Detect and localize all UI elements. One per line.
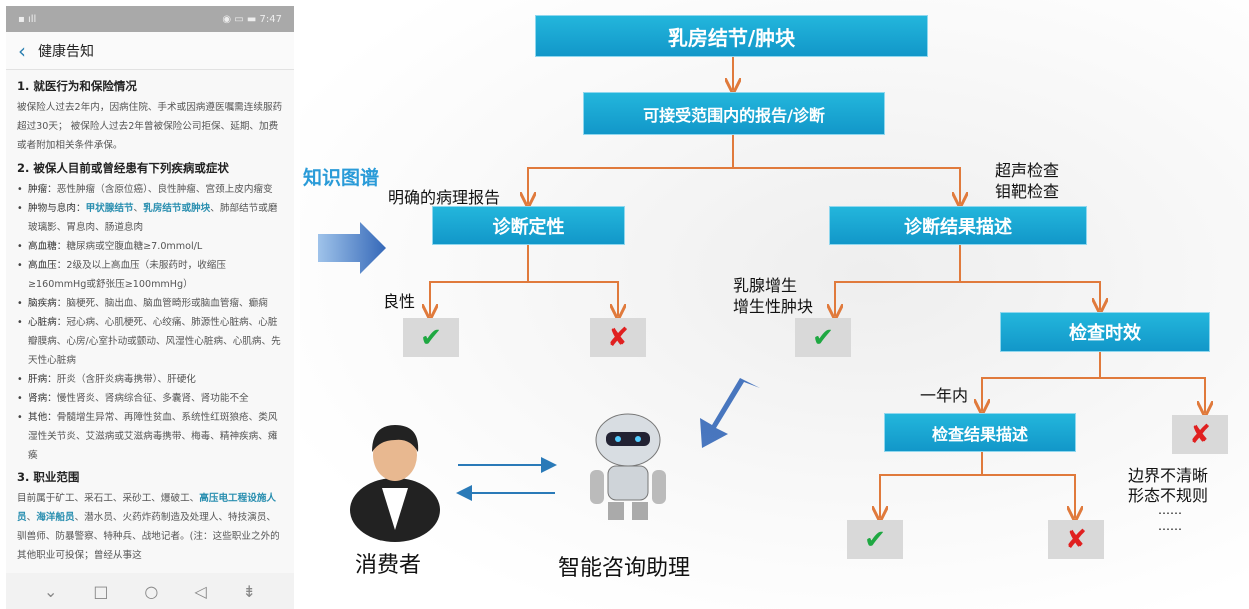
- label-within-year: 一年内: [920, 386, 969, 405]
- robot-assistant-icon: [590, 413, 666, 520]
- page-title: 健康告知: [38, 43, 94, 60]
- node-exam-result: 检查结果描述: [884, 413, 1076, 452]
- cross-icon: ✘: [1048, 520, 1104, 559]
- battery-icon: ◉ ▭ ▬: [222, 13, 260, 25]
- connector: [835, 245, 961, 316]
- back-triangle-icon[interactable]: ◁: [194, 581, 207, 601]
- occupation-text: 目前属于矿工、采石工、采砂工、爆破工、高压电工程设施人员、海洋船员、潜水员、火药…: [17, 493, 280, 561]
- signal-icon: ▪ ıll: [18, 13, 37, 25]
- node-qualitative: 诊断定性: [432, 206, 625, 245]
- label-ultrasound: 超声检查: [995, 161, 1060, 180]
- connector: [982, 352, 1101, 411]
- status-time: 7:47: [259, 13, 282, 25]
- diagonal-arrow-icon: [700, 378, 760, 448]
- assistant-label: 智能咨询助理: [558, 556, 691, 581]
- node-report: 可接受范围内的报告/诊断: [583, 92, 885, 135]
- disease-item: 心脏病：冠心病、心肌梗死、心绞痛、肺源性心脏病、心脏瓣膜病、心房/心室扑动或颤动…: [17, 313, 284, 370]
- disease-item: 肿瘤：恶性肿瘤（含原位癌）、良性肿瘤、宫颈上皮内瘤变: [17, 180, 284, 199]
- system-nav-bar: ⌄ □ ○ ◁ ⇟: [6, 573, 294, 609]
- nav-bar: ‹ 健康告知: [6, 32, 294, 70]
- label-pathology: 明确的病理报告: [388, 188, 501, 207]
- consumer-avatar-icon: [350, 425, 440, 542]
- big-right-arrow-icon: [318, 222, 386, 274]
- disease-item: 肿物与息肉：甲状腺结节、乳房结节或肿块、肺部结节或磨玻璃影、胃息肉、肠道息肉: [17, 199, 284, 237]
- status-bar: ▪ ıll ◉ ▭ ▬ 7:47: [6, 6, 294, 32]
- connector: [982, 474, 1075, 518]
- consumer-label: 消费者: [355, 553, 422, 578]
- disease-item: 脑疾病：脑梗死、脑出血、脑血管畸形或脑血管瘤、癫痫: [17, 294, 284, 313]
- connector: [430, 245, 529, 316]
- connector: [528, 281, 618, 316]
- cross-icon: ✘: [590, 318, 646, 357]
- phone-screenshot: ▪ ıll ◉ ▭ ▬ 7:47 ‹ 健康告知 1. 就医行为和保险情况 被保险人过…: [6, 6, 294, 609]
- node-description: 诊断结果描述: [829, 206, 1087, 245]
- disease-item: 肝病：肝炎（含肝炎病毒携带）、肝硬化: [17, 370, 284, 389]
- label-benign: 良性: [383, 292, 416, 311]
- connector: [528, 135, 734, 204]
- disease-item: 高血糖：糖尿病或空腹血糖≥7.0mmol/L: [17, 237, 284, 256]
- section-heading: 3. 职业范围: [17, 470, 80, 484]
- check-icon: ✔: [403, 318, 459, 357]
- check-icon: ✔: [847, 520, 903, 559]
- node-root: 乳房结节/肿块: [535, 15, 928, 57]
- label-irregular-shape: 形态不规则: [1128, 486, 1209, 505]
- disease-item: 肾病：慢性肾炎、肾病综合征、多囊肾、肾功能不全: [17, 389, 284, 408]
- disease-item: 其他：骨髓增生异常、再障性贫血、系统性红斑狼疮、类风湿性关节炎、艾滋病或艾滋病毒…: [17, 408, 284, 465]
- section-text: 被保险人过去2年内，因病住院、手术或因病遵医嘱需连续服药超过30天； 被保险人过…: [17, 102, 283, 151]
- home-icon[interactable]: ○: [144, 581, 159, 601]
- label-hyperplastic-mass: 增生性肿块: [733, 297, 814, 316]
- label-unclear-border: 边界不清晰: [1128, 466, 1209, 485]
- ellipsis: ……: [1158, 519, 1182, 533]
- cross-icon: ✘: [1172, 415, 1228, 454]
- section-heading: 2. 被保人目前或曾经患有下列疾病或症状: [17, 161, 229, 175]
- ellipsis: ……: [1158, 503, 1182, 517]
- notification-icon[interactable]: ⇟: [242, 581, 256, 601]
- disease-item: 高血压：2级及以上高血压（未服药时，收缩压≥160mmHg或舒张压≥100mmH…: [17, 256, 284, 294]
- knowledge-graph-label: 知识图谱: [303, 167, 380, 189]
- back-icon[interactable]: ‹: [18, 38, 26, 63]
- health-notice-content: 1. 就医行为和保险情况 被保险人过去2年内，因病住院、手术或因病遵医嘱需连续服…: [6, 70, 294, 565]
- label-hyperplasia: 乳腺增生: [733, 276, 798, 295]
- chevron-down-icon[interactable]: ⌄: [43, 581, 58, 601]
- node-timeliness: 检查时效: [1000, 312, 1210, 352]
- recent-apps-icon[interactable]: □: [93, 581, 109, 601]
- disease-list: 肿瘤：恶性肿瘤（含原位癌）、良性肿瘤、宫颈上皮内瘤变肿物与息肉：甲状腺结节、乳房…: [17, 180, 284, 465]
- connector: [733, 167, 960, 204]
- connector: [1100, 377, 1205, 413]
- connector: [880, 452, 983, 518]
- connector: [960, 281, 1100, 310]
- check-icon: ✔: [795, 318, 851, 357]
- section-heading: 1. 就医行为和保险情况: [17, 79, 137, 93]
- label-mammography: 钼靶检查: [995, 182, 1060, 201]
